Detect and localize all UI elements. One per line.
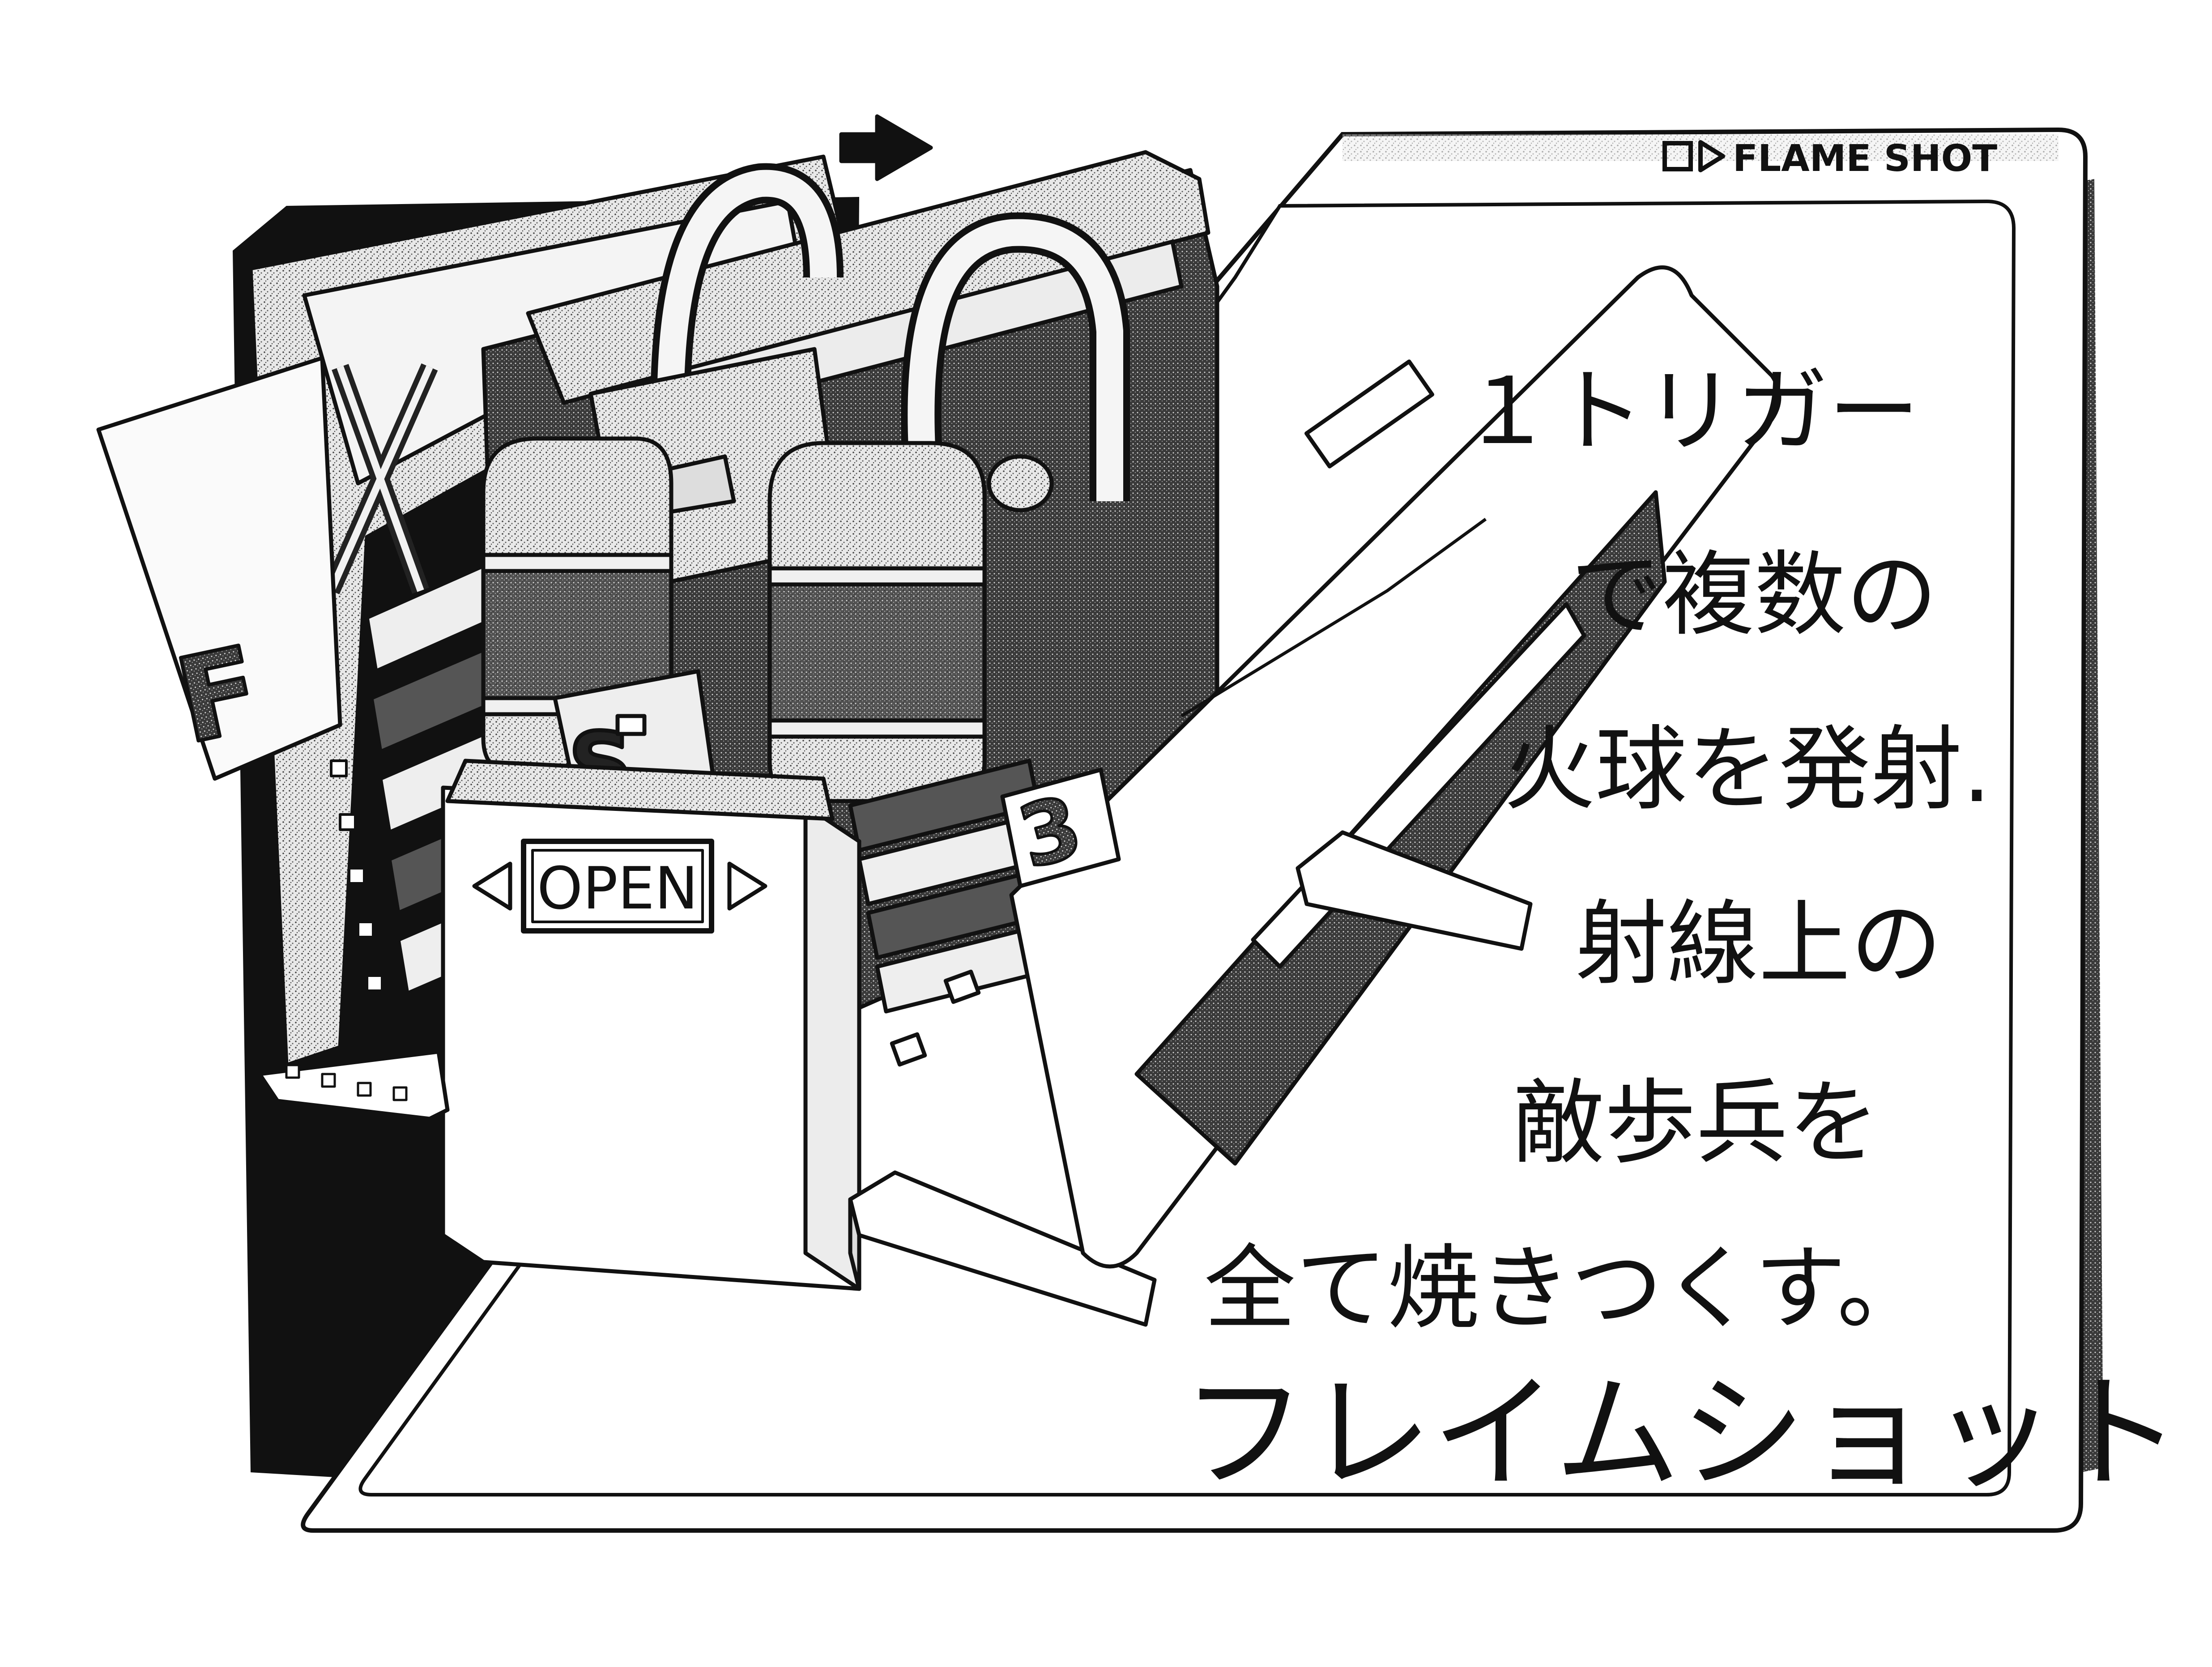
foot-rivets — [285, 1064, 408, 1101]
square-play-icon — [1698, 140, 1725, 172]
description-line-3: 火球を発射. — [1504, 716, 1991, 823]
description-line-2: で複数の — [1571, 542, 1938, 648]
front-base-foot — [257, 1049, 450, 1121]
plate-window — [1304, 359, 1434, 469]
triangle-left-icon — [472, 861, 512, 911]
header-label: FLAME SHOT — [1733, 137, 1997, 180]
description-line-4: 射線上の — [1575, 891, 1942, 998]
triangle-right-icon — [727, 861, 767, 911]
flame-shot-device: F — [96, 114, 1782, 1327]
header-square-icon — [1662, 141, 1693, 171]
side-card — [96, 356, 342, 781]
description-line-1: １トリガー — [1461, 358, 1920, 465]
right-fuel-tank — [767, 441, 987, 803]
open-label: OPEN — [537, 854, 698, 922]
right-base-foot — [1296, 830, 1533, 951]
edge-rivets — [330, 759, 384, 992]
description-line-5: 敵歩兵を — [1513, 1070, 1880, 1177]
slanted-armor-plate — [890, 265, 1782, 1269]
top-arrow-flag — [839, 114, 933, 181]
header: FLAME SHOT — [1662, 137, 1997, 180]
ribbed-right-section — [848, 759, 1067, 1014]
open-front-box: OPEN — [441, 759, 861, 1291]
description-line-6: 全て焼きつくす。 — [1204, 1236, 1929, 1342]
caption-title: フレイムショット — [1181, 1361, 2181, 1507]
number-tag: 3 — [1000, 767, 1121, 889]
description: １トリガー で複数の 火球を発射. 射線上の 敵歩兵を 全て焼きつくす。 — [1204, 358, 1992, 1342]
open-label-box — [521, 839, 714, 934]
pipe-joint — [987, 454, 1054, 512]
